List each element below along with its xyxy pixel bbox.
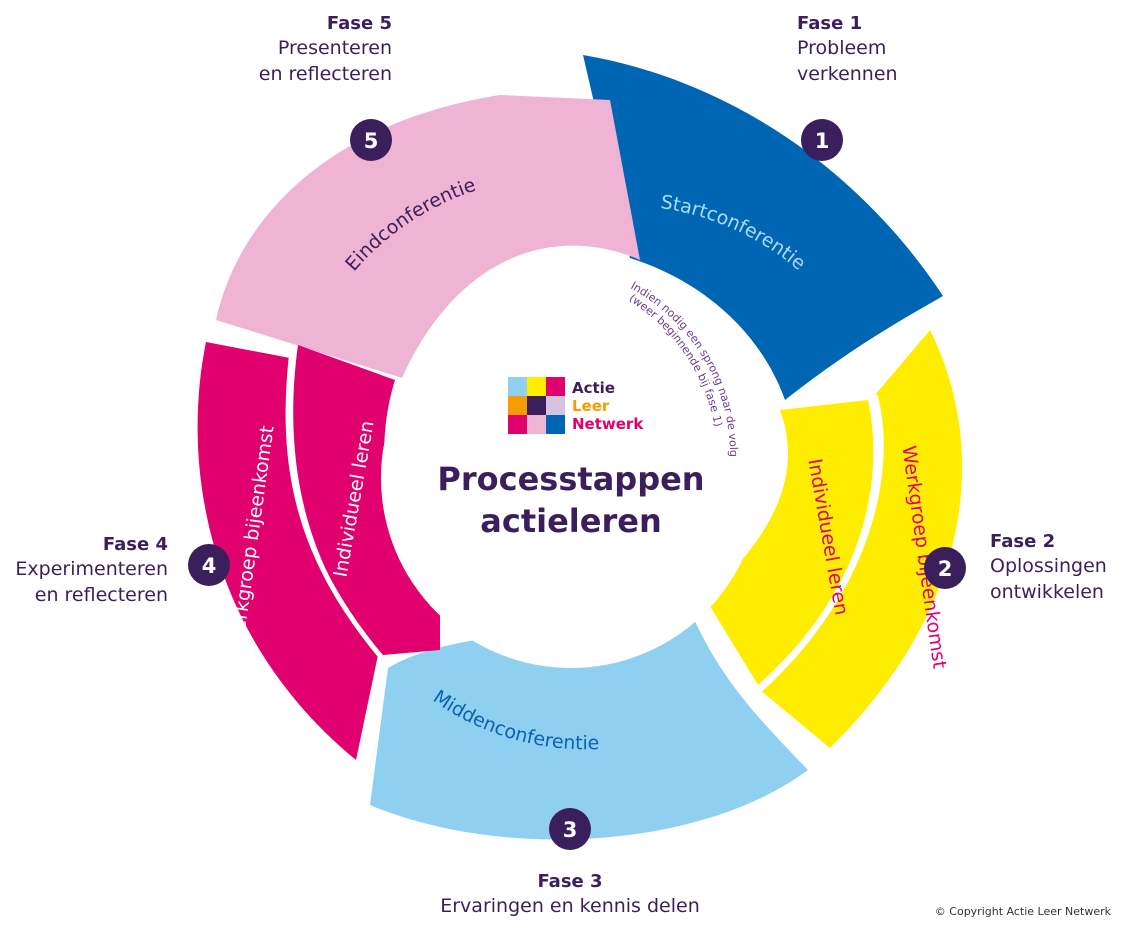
- phase-5-desc-line-2: en reflecteren: [258, 62, 392, 85]
- badge-phase-5: 5: [350, 119, 392, 161]
- segment-phase-1: [583, 55, 943, 400]
- phase-1-title: Fase 1: [797, 13, 863, 34]
- phase-3-title: Fase 3: [537, 871, 603, 892]
- phase-5-title: Fase 5: [326, 13, 392, 34]
- phase-5-desc-line-1: Presenteren: [277, 37, 392, 60]
- badge-phase-2: 2: [924, 547, 966, 589]
- svg-text:3: 3: [563, 818, 578, 842]
- svg-text:5: 5: [364, 129, 379, 153]
- separator-phase-4: [285, 349, 384, 660]
- phase-2-title: Fase 2: [990, 531, 1056, 552]
- svg-text:2: 2: [938, 557, 953, 581]
- segment-phase-2-outer: [760, 330, 963, 748]
- phase-2-desc-line-1: Oplossingen: [990, 555, 1107, 578]
- phase-4-caption: Fase 4 Experimenteren en reflecteren: [8, 533, 168, 609]
- segment-phase-2-inner: [705, 400, 874, 685]
- center-title-line-2: actieleren: [480, 502, 661, 540]
- logo-word-netwerk: Netwerk: [572, 415, 644, 433]
- phase-4-desc-line-1: Experimenteren: [15, 558, 168, 581]
- logo-word-leer: Leer: [572, 397, 610, 415]
- phase-1-desc-line-1: Probleem: [797, 37, 887, 60]
- segment-phase-4-outer: [197, 342, 378, 760]
- separator-phase-2: [758, 394, 884, 692]
- badge-phase-1: 1: [801, 119, 843, 161]
- phase-2-caption: Fase 2 Oplossingen ontwikkelen: [990, 530, 1107, 606]
- phase-1-caption: Fase 1 Probleem verkennen: [797, 12, 898, 88]
- badge-phase-4: 4: [188, 544, 230, 586]
- svg-text:1: 1: [815, 129, 830, 153]
- center-title-line-1: Processtappen: [437, 460, 704, 498]
- phase-1-desc-line-2: verkennen: [797, 62, 898, 85]
- phase-5-caption: Fase 5 Presenteren en reflecteren: [220, 12, 392, 88]
- phase-4-title: Fase 4: [102, 534, 168, 555]
- svg-text:4: 4: [202, 554, 217, 578]
- center-circle: [381, 288, 761, 668]
- logo-mosaic-icon: [508, 377, 565, 434]
- segment-phase-3: [370, 610, 808, 840]
- logo-word-actie: Actie: [572, 379, 615, 397]
- phase-2-desc-line-2: ontwikkelen: [990, 580, 1104, 603]
- phase-3-desc-line-1: Ervaringen en kennis delen: [440, 895, 700, 918]
- segment-phase-5: [216, 95, 640, 378]
- copyright-notice: © Copyright Actie Leer Netwerk: [934, 905, 1111, 918]
- badge-phase-3: 3: [549, 808, 591, 850]
- phase-3-caption: Fase 3 Ervaringen en kennis delen: [400, 870, 740, 920]
- phase-4-desc-line-2: en reflecteren: [34, 583, 168, 606]
